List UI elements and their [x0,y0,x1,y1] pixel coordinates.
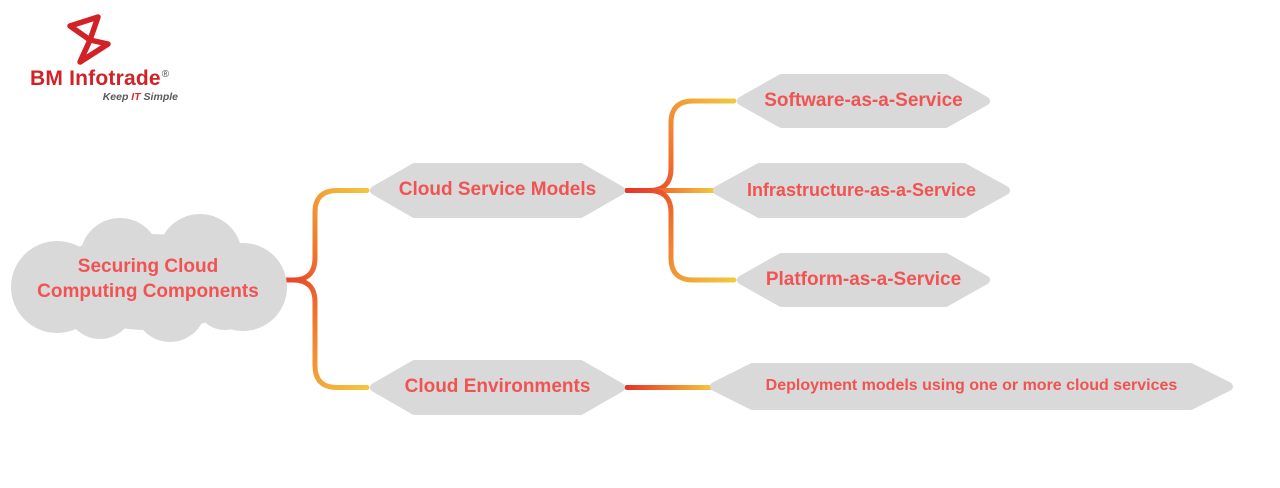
node-deployment-models: Deployment models using one or more clou… [765,377,1178,395]
node-shape-deployment-models [710,363,1233,410]
registered-mark: ® [161,69,170,80]
connector-root-to-environments [263,277,370,390]
root-cloud-shape [11,214,287,342]
node-platform-as-a-service: Platform-as-a-Service [765,268,962,290]
brand-logo: BM Infotrade® Keep IT Simple [30,12,178,103]
root-label-line2: Computing Components [37,281,259,302]
node-shape-saas [737,74,990,128]
brand-name-rest: Infotrade [63,67,161,90]
brand-tagline: Keep IT Simple [102,91,178,103]
node-software-as-a-service: Software-as-a-Service [764,89,963,111]
node-cloud-environments: Cloud Environments [404,376,591,398]
node-cloud-service-models: Cloud Service Models [398,179,597,201]
node-shape-iaas [713,163,1010,218]
node-shape-cloud-service-models [370,163,625,218]
node-shape-paas [737,253,990,307]
brand-name: BM Infotrade® [30,67,170,91]
node-shape-cloud-environments [370,360,625,415]
brand-name-bold: BM [30,67,64,90]
node-root-securing-cloud: Securing Cloud Computing Components [8,220,288,340]
connector-service-models-to-paas [624,188,737,283]
bm-infotrade-logo-icon [67,14,111,65]
node-infrastructure-as-a-service: Infrastructure-as-a-Service [746,179,977,200]
root-label-line1: Securing Cloud [77,256,219,278]
